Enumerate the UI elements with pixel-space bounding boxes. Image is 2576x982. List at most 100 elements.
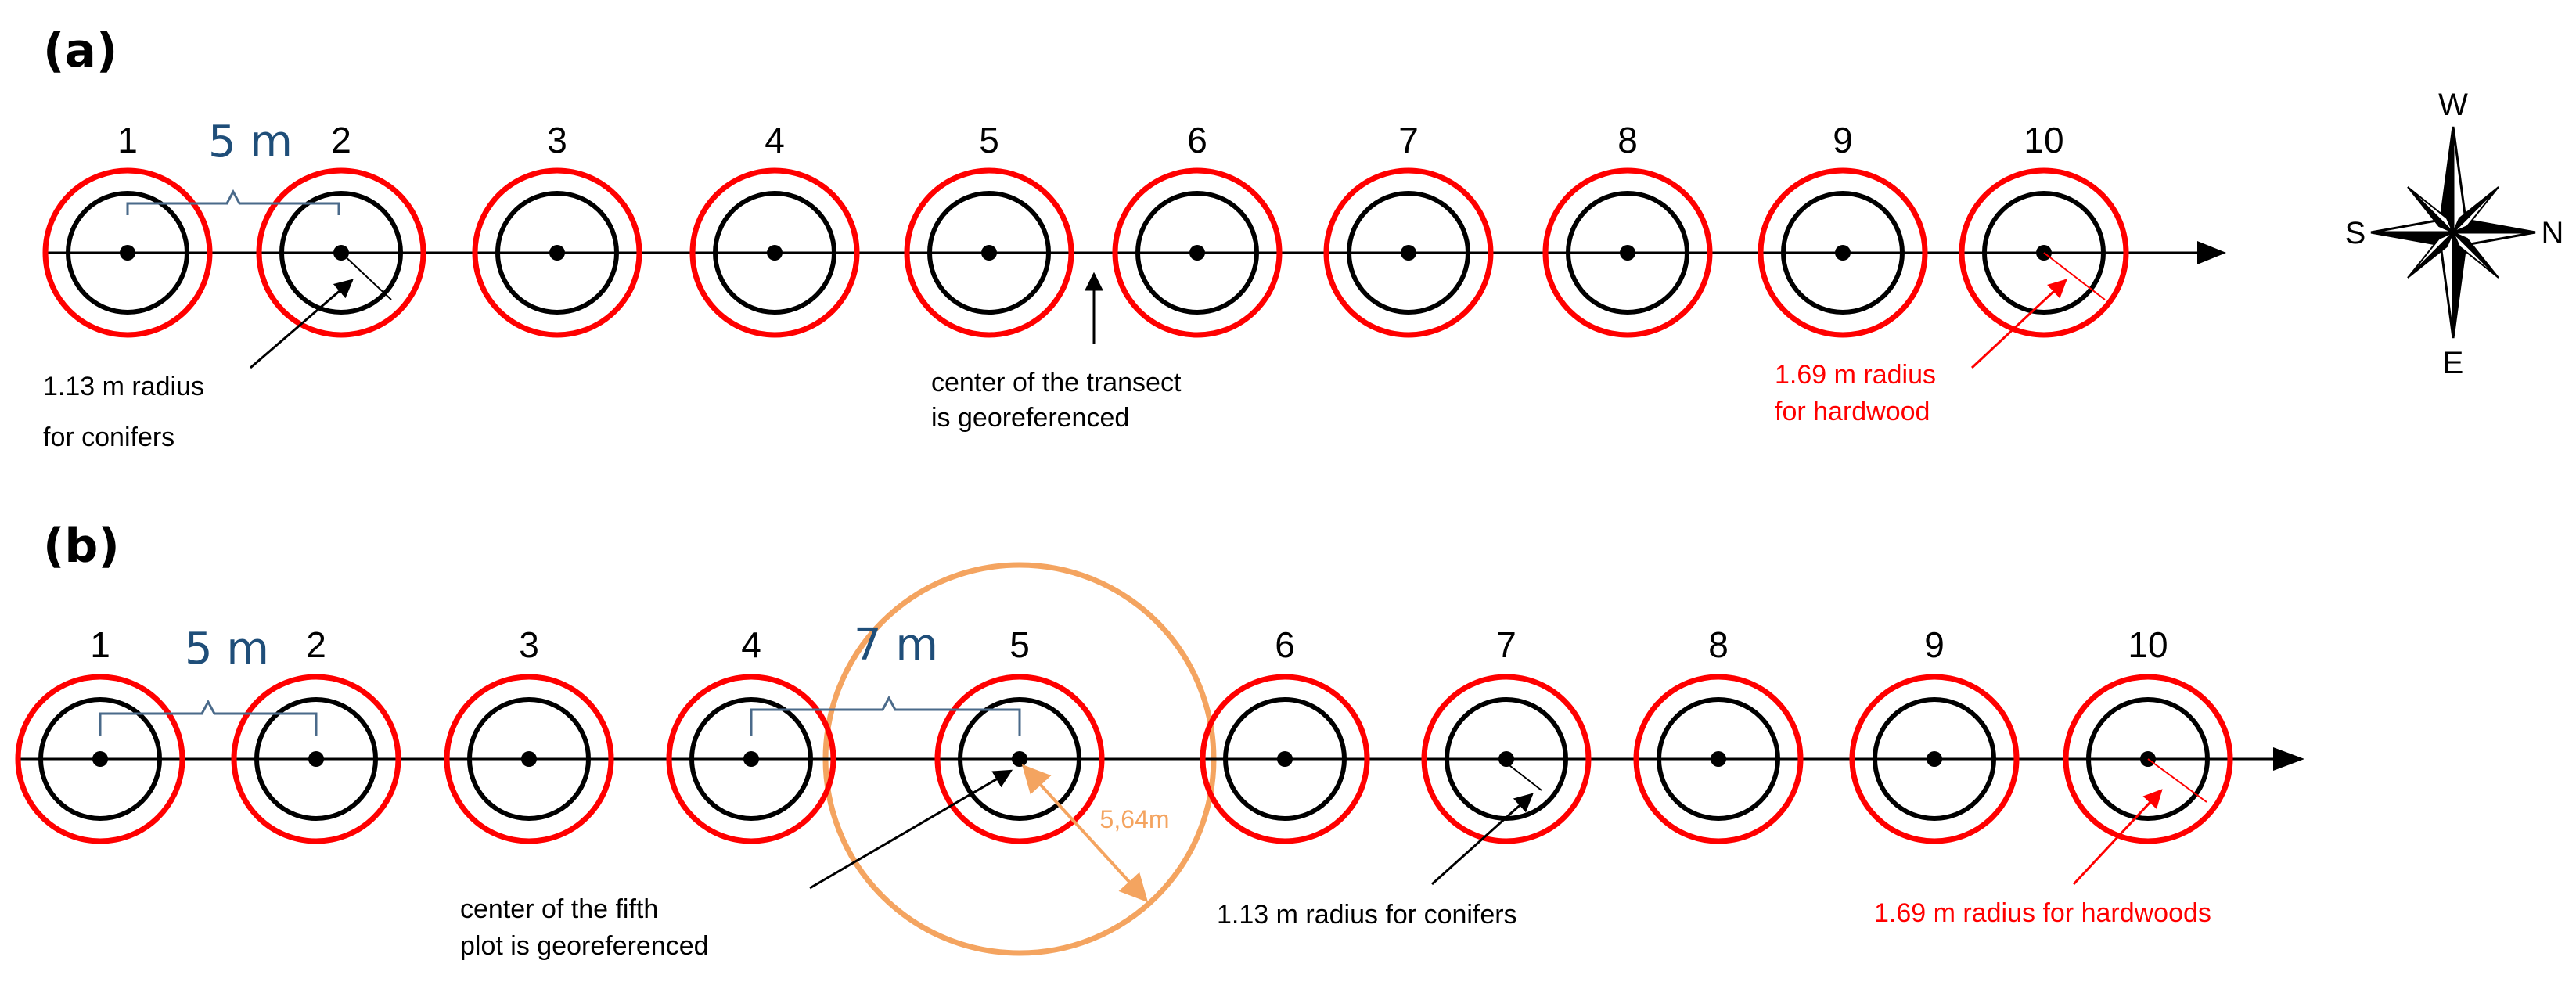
a-plot-7: 7: [1323, 120, 1494, 338]
conifer-plot-circle: [495, 191, 619, 315]
b-plot-6: 6: [1200, 624, 1370, 844]
conifer-plot-circle: [467, 697, 591, 821]
conifer-plot-circle: [38, 697, 162, 821]
conifer-radius-annotation-b: 1.13 m radius for conifers: [1217, 762, 1542, 930]
plot-center-dot: [1835, 245, 1851, 261]
conifer-radius-annotation-a: 1.13 m radius for conifers: [43, 252, 392, 452]
plot-number: 10: [2024, 120, 2063, 160]
plot-center-dot: [1189, 245, 1205, 261]
plot-center-dot: [1711, 751, 1726, 767]
hardwood-plot-circle: [1633, 674, 1804, 844]
plots-a: 1 2 3 4 5 6 7 8 9 10: [42, 120, 2129, 338]
hardwood-plot-circle: [444, 674, 614, 844]
plot-number: 6: [1187, 120, 1207, 160]
hardwood-plot-circle: [934, 674, 1105, 844]
a-plot-2: 2: [256, 120, 426, 338]
conifer-plot-circle: [1135, 191, 1259, 315]
hardwood-plot-circle: [904, 167, 1074, 338]
plot-number: 10: [2128, 624, 2168, 665]
panel-b-label: (b): [43, 519, 120, 574]
plot-number: 5: [979, 120, 999, 160]
a-plot-1: 1: [42, 120, 213, 338]
plot-number: 5: [1009, 624, 1030, 665]
plot-center-dot: [521, 751, 537, 767]
hardwood-plot-circle: [1542, 167, 1713, 338]
conifer-radius-note-b: 1.13 m radius for conifers: [1217, 900, 1517, 930]
conifer-plot-circle: [689, 697, 813, 821]
conifer-plot-circle: [2086, 697, 2210, 821]
plot-number: 1: [117, 120, 138, 160]
conifer-plot-circle: [254, 697, 378, 821]
plot-center-dot: [1620, 245, 1635, 261]
transect-arrowhead-b: [2273, 747, 2304, 771]
plot-number: 9: [1833, 120, 1853, 160]
compass-south-label: S: [2345, 216, 2366, 250]
hardwood-plot-circle: [1200, 674, 1370, 844]
hardwood-plot-circle: [689, 167, 860, 338]
spacing-dimension-b-2: 7 m: [750, 620, 1021, 736]
plot-number: 3: [547, 120, 567, 160]
large-radius-label: 5,64m: [1100, 805, 1170, 833]
spacing-dimension-a: 5 m: [126, 117, 340, 215]
conifer-plot-circle: [927, 191, 1051, 315]
conifer-plot-circle: [1873, 697, 1996, 821]
conifer-plot-circle: [279, 191, 403, 315]
plot-center-dot: [308, 751, 324, 767]
plot-center-dot: [1012, 751, 1027, 767]
a-plot-3: 3: [472, 120, 642, 338]
plot-center-dot: [120, 245, 135, 261]
fifth-plot-note: center of the fifth plot is georeference…: [460, 894, 709, 961]
b-plot-3: 3: [444, 624, 614, 844]
spacing-label-a: 5 m: [208, 117, 293, 167]
hardwood-plot-circle: [231, 674, 401, 844]
b-plot-9: 9: [1849, 624, 2020, 844]
hardwood-plot-circle: [256, 167, 426, 338]
conifer-plot-circle: [713, 191, 836, 315]
compass-west-label: W: [2438, 88, 2468, 122]
b-plot-10: 10: [2063, 624, 2233, 844]
compass-north-label: N: [2542, 216, 2564, 250]
plot-center-dot: [1401, 245, 1416, 261]
plot-center-dot: [1498, 751, 1514, 767]
a-plot-8: 8: [1542, 120, 1713, 338]
a-plot-10: 10: [1959, 120, 2129, 338]
hardwood-plot-circle: [42, 167, 213, 338]
conifer-plot-circle: [1781, 191, 1905, 315]
plot-number: 3: [519, 624, 539, 665]
hardwood-plot-circle: [1112, 167, 1283, 338]
conifer-plot-circle: [958, 697, 1081, 821]
a-plot-4: 4: [689, 120, 860, 338]
hardwood-radius-note-b: 1.69 m radius for hardwoods: [1874, 898, 2211, 928]
center-note-a: center of the transect is georeferenced: [931, 368, 1189, 433]
plot-center-dot: [92, 751, 108, 767]
compass-east-label: E: [2443, 346, 2464, 380]
plot-number: 2: [306, 624, 326, 665]
plot-center-dot: [1277, 751, 1293, 767]
hardwood-plot-circle: [472, 167, 642, 338]
fifth-plot-annotation: center of the fifth plot is georeference…: [460, 769, 1013, 961]
plot-center-dot: [549, 245, 565, 261]
conifer-plot-circle: [1657, 697, 1780, 821]
plot-center-dot: [767, 245, 783, 261]
hardwood-plot-circle: [1959, 167, 2129, 338]
b-plot-4: 4: [666, 624, 836, 844]
plot-number: 9: [1924, 624, 1945, 665]
hardwood-plot-circle: [2063, 674, 2233, 844]
hardwood-radius-note-a: 1.69 m radius for hardwood: [1775, 360, 1943, 426]
plot-number: 1: [90, 624, 110, 665]
a-plot-6: 6: [1112, 120, 1283, 338]
hardwood-radius-annotation-b: 1.69 m radius for hardwoods: [1874, 758, 2211, 928]
center-annotation-a: center of the transect is georeferenced: [931, 272, 1189, 433]
plot-number: 8: [1617, 120, 1638, 160]
plot-center-dot: [743, 751, 759, 767]
plot-number: 7: [1496, 624, 1516, 665]
conifer-plot-circle: [1982, 191, 2106, 315]
plot-number: 4: [765, 120, 785, 160]
plot-number: 4: [741, 624, 761, 665]
spacing-label-b: 5 m: [185, 624, 269, 674]
plot-number: 6: [1275, 624, 1295, 665]
